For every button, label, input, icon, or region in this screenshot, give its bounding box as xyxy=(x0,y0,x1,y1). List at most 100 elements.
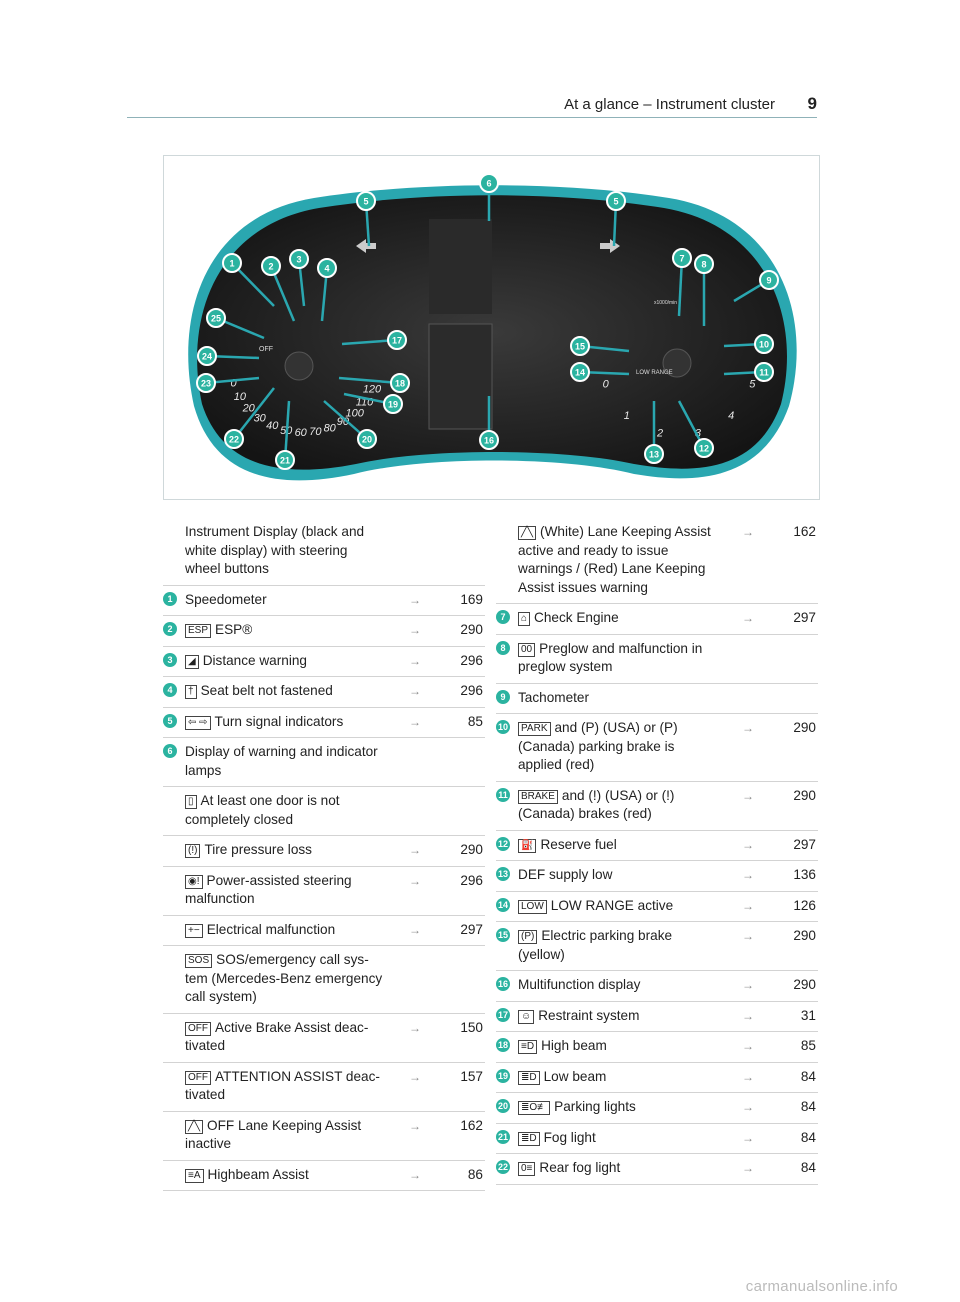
callout-line xyxy=(233,387,275,440)
callout-number: 1 xyxy=(229,259,234,269)
legend-row: 4†Seat belt not fastened→296 xyxy=(163,677,485,708)
legend-number-badge: 7 xyxy=(496,610,510,624)
page-reference[interactable]: 296 xyxy=(460,683,483,698)
callout-circle xyxy=(197,346,217,366)
legend-label: Seat belt not fastened xyxy=(200,683,333,698)
header-rule xyxy=(127,117,817,118)
legend-label: Speedometer xyxy=(185,591,267,607)
callout-circle xyxy=(479,430,499,450)
legend-number-badge: 19 xyxy=(496,1068,510,1083)
page-header: At a glance – Instrument cluster 9 xyxy=(0,94,960,118)
legend-label: ESP® xyxy=(215,622,253,637)
legend-label: Active Brake Assist deac­tivated xyxy=(185,1019,369,1054)
callout-circle xyxy=(289,249,309,269)
indicator-icon: ◉! xyxy=(185,874,203,889)
legend-text: ◢Distance warning xyxy=(163,652,485,671)
page-reference[interactable]: 297 xyxy=(793,836,816,852)
callout-circle xyxy=(383,394,403,414)
gauge-number: 80 xyxy=(324,423,337,435)
page-reference[interactable]: 150 xyxy=(460,1019,483,1035)
callout-circle xyxy=(261,256,281,276)
page-reference[interactable]: 31 xyxy=(800,1007,816,1023)
indicator-icon: LOW xyxy=(518,899,547,914)
page-reference[interactable]: 126 xyxy=(793,897,816,913)
legend-number-badge: 1 xyxy=(163,591,177,606)
page-reference[interactable]: 290 xyxy=(793,977,816,992)
indicator-icon: 0≡ xyxy=(518,1162,536,1176)
page-reference[interactable]: 84 xyxy=(800,1099,816,1114)
page-reference[interactable]: 290 xyxy=(793,720,816,735)
page-ref-arrow-icon: → xyxy=(742,611,754,625)
page-reference[interactable]: 157 xyxy=(460,1068,483,1084)
page-reference[interactable]: 84 xyxy=(800,1068,816,1084)
page-reference[interactable]: 290 xyxy=(460,622,483,637)
page-ref-arrow-icon: → xyxy=(742,525,754,539)
legend-number-badge: 3 xyxy=(163,652,177,667)
legend-text: DEF supply low xyxy=(496,866,818,885)
legend-row: 3◢Distance warning→296 xyxy=(163,647,485,677)
legend-number-badge: 14 xyxy=(496,897,510,912)
indicator-icon: ≣D xyxy=(518,1131,540,1146)
page-reference[interactable]: 85 xyxy=(800,1038,816,1053)
callout-number: 3 xyxy=(296,255,301,265)
callout-number: 16 xyxy=(484,436,494,446)
page-reference[interactable]: 169 xyxy=(460,591,483,607)
page-reference[interactable]: 297 xyxy=(460,921,483,937)
indicator-icon: PARK xyxy=(518,722,551,736)
page-reference[interactable]: 162 xyxy=(793,524,816,539)
page-reference[interactable]: 84 xyxy=(800,1129,816,1145)
page-reference[interactable]: 85 xyxy=(467,713,483,729)
indicator-icon: ☺ xyxy=(518,1009,535,1024)
callout-circle xyxy=(759,270,779,290)
page-reference[interactable]: 136 xyxy=(793,867,816,882)
center-display-top xyxy=(429,219,492,314)
page-reference[interactable]: 84 xyxy=(800,1160,816,1175)
page-ref-arrow-icon: → xyxy=(742,1039,754,1053)
page-reference[interactable]: 290 xyxy=(460,842,483,857)
legend-text: ╱╲(White) Lane Keeping Assist active and… xyxy=(496,523,818,597)
legend-label: Tire pressure loss xyxy=(204,842,312,857)
legend-text: ⛽Reserve fuel xyxy=(496,836,818,855)
page-ref-arrow-icon: → xyxy=(409,922,421,937)
gauge-number: 60 xyxy=(295,427,308,439)
page-reference[interactable]: 290 xyxy=(793,928,816,943)
legend-row: ▯At least one door is not completely clo… xyxy=(163,787,485,836)
indicator-icon: ≣D xyxy=(518,1070,540,1085)
legend-label: Distance warning xyxy=(202,652,307,668)
indicator-icon: ▯ xyxy=(185,795,197,809)
legend-text: Speedometer xyxy=(163,591,485,610)
page-reference[interactable]: 86 xyxy=(467,1166,483,1182)
header-title: At a glance – Instrument cluster xyxy=(564,96,775,113)
legend-number-badge: 9 xyxy=(496,689,510,704)
callout-number: 19 xyxy=(388,400,398,410)
page-reference[interactable]: 290 xyxy=(793,787,816,803)
legend-text: Instrument Display (black and white disp… xyxy=(163,523,485,579)
page-reference[interactable]: 296 xyxy=(460,872,483,888)
page-ref-arrow-icon: → xyxy=(409,1118,421,1133)
page-number: 9 xyxy=(807,94,817,113)
page-reference[interactable]: 296 xyxy=(460,652,483,668)
page-ref-arrow-icon: → xyxy=(409,873,421,888)
page-reference[interactable]: 162 xyxy=(460,1117,483,1133)
indicator-icon: 00 xyxy=(518,642,536,657)
legend-label: Tachometer xyxy=(518,689,590,705)
legend-label: Low beam xyxy=(543,1068,607,1084)
page-reference[interactable]: 297 xyxy=(793,610,816,625)
gauge-number: 5 xyxy=(749,379,756,391)
watermark: carmanualsonline.info xyxy=(745,1278,898,1295)
legend-number-badge: 21 xyxy=(496,1129,510,1144)
legend-number-badge: 16 xyxy=(496,977,510,991)
